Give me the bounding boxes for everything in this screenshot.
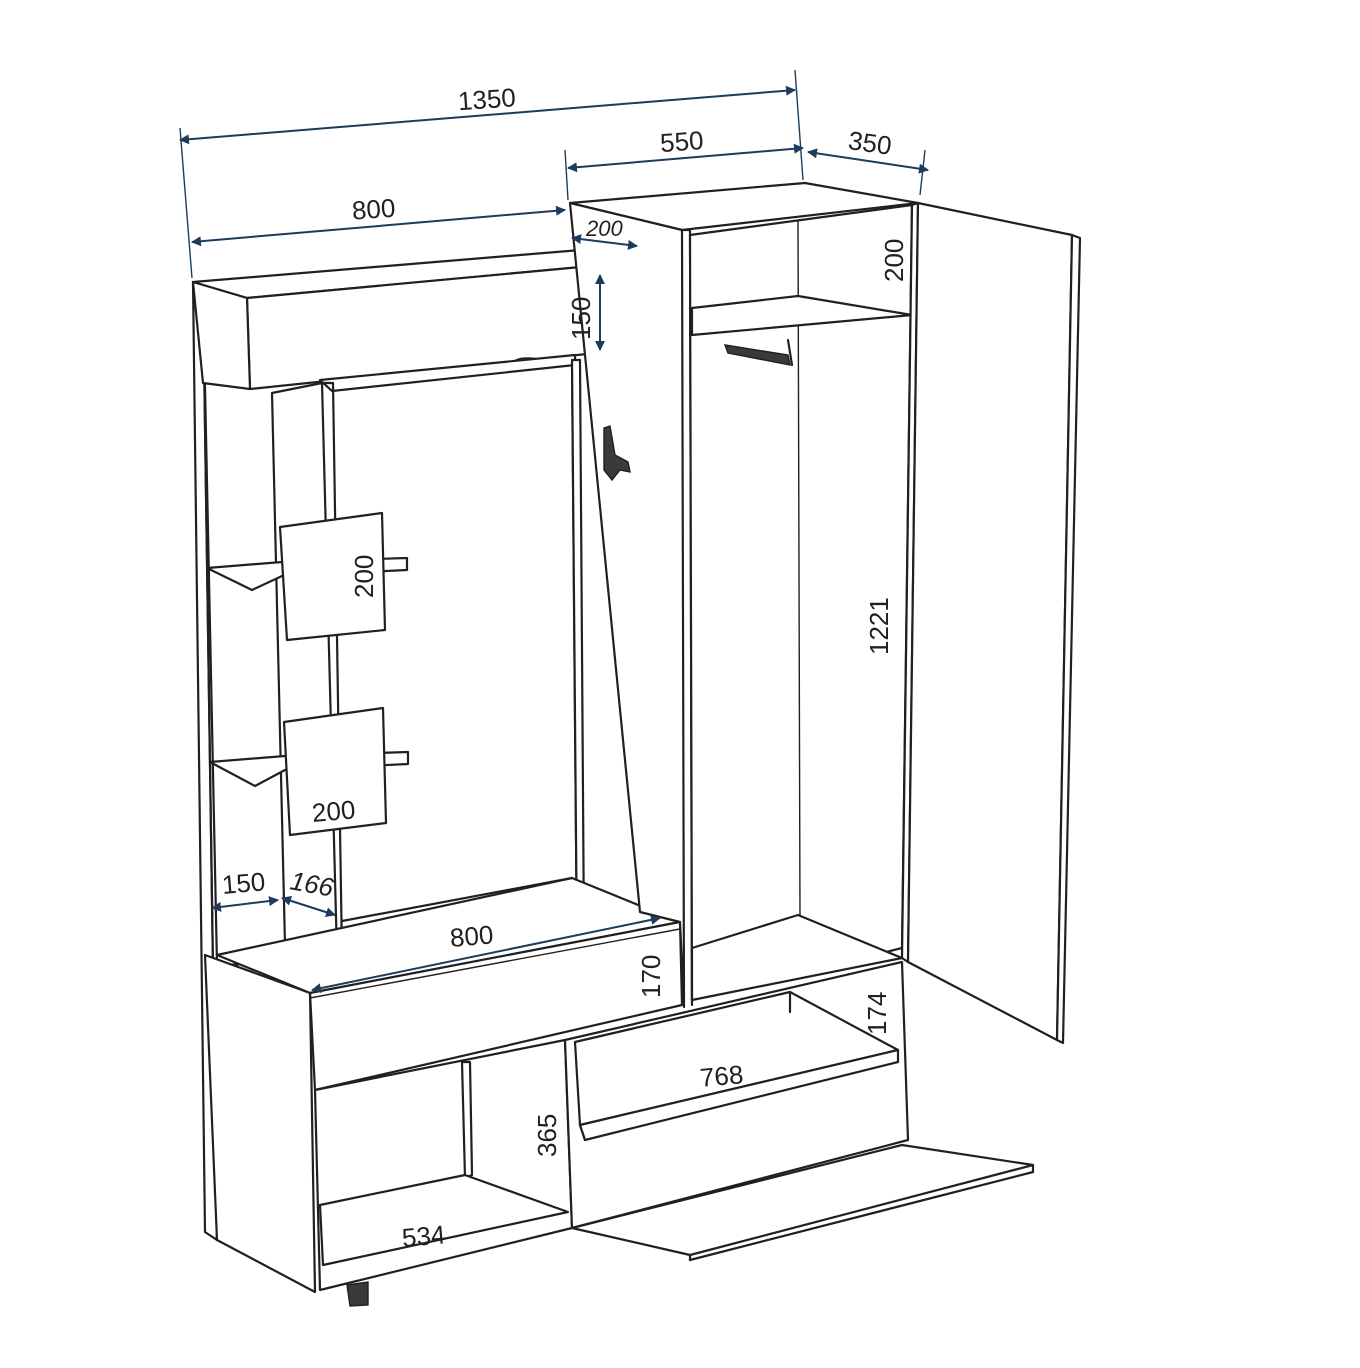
dim-550-line: [567, 143, 804, 173]
dim-800-top-line: [191, 205, 566, 247]
right-wardrobe: [563, 181, 1082, 1262]
dim-1350-label: 1350: [457, 82, 517, 116]
dim-150-height-label: 150: [566, 297, 596, 340]
dim-150-width-line: [211, 896, 279, 912]
dim-800-bench-label: 800: [449, 919, 495, 953]
shelf-middle: [578, 1048, 900, 1142]
tall-door-edge: [1055, 233, 1082, 1045]
dimension-labels: 1350 550 350 800 200 150 200 1221 200 20…: [221, 82, 909, 1253]
dim-174-label: 174: [862, 992, 892, 1035]
foot-icon: [346, 1281, 369, 1307]
dim-200-lower-shelf-label: 200: [311, 794, 357, 828]
dim-200-upper-shelf-label: 200: [349, 555, 379, 598]
dim-1221-label: 1221: [864, 597, 894, 655]
dim-170-label: 170: [636, 955, 666, 998]
dim-150-width-label: 150: [221, 866, 267, 900]
dim-166-line: [281, 895, 336, 918]
lower-cabinet-side: [203, 953, 317, 1294]
dim-800-bench-line: [311, 914, 661, 994]
dim-534-label: 534: [401, 1219, 447, 1253]
lower-cabinet-bottom-shelf: [318, 1173, 570, 1267]
hanger-rod-icon: [723, 344, 791, 366]
wardrobe-left-side: [568, 201, 686, 1009]
dim-200-depth-label: 200: [585, 216, 623, 241]
dimension-lines: [179, 69, 929, 994]
dim-350-line: [807, 148, 929, 174]
top-box-side: [191, 280, 252, 391]
dim-350-label: 350: [846, 125, 893, 161]
dim-200-depth-line: [571, 234, 638, 250]
dim-768-label: 768: [699, 1059, 745, 1093]
lower-shelf-board: [282, 706, 388, 837]
dim-800-top-label: 800: [351, 193, 396, 226]
lower-cabinet-divider: [460, 1060, 474, 1180]
dim-200-cabinet-label: 200: [879, 239, 909, 282]
upper-shelf-board: [278, 511, 387, 642]
dim-365-label: 365: [532, 1114, 562, 1157]
dim-1350-line: [179, 85, 796, 145]
back-panel: [201, 288, 579, 967]
coat-hook-icon: [603, 425, 631, 482]
tall-door-open: [906, 201, 1074, 1042]
dim-550-label: 550: [659, 125, 704, 158]
